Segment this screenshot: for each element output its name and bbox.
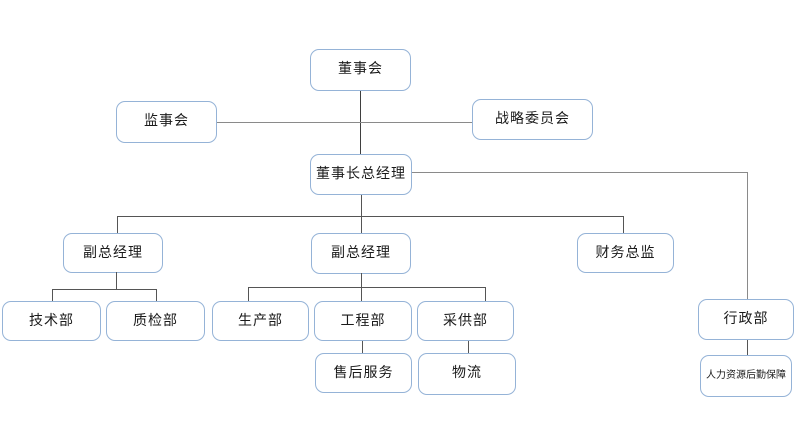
- connector-drop-production: [248, 287, 250, 301]
- connector-drop-qc: [156, 289, 158, 301]
- org-node-label: 董事长总经理: [316, 167, 406, 182]
- org-node-engineering-dept: 工程部: [314, 301, 412, 341]
- org-node-label: 财务总监: [595, 246, 656, 261]
- org-node-hr-logistics-support: 人力资源后勤保障: [700, 355, 792, 397]
- org-node-qc-dept: 质检部: [106, 301, 205, 341]
- org-node-label: 行政部: [723, 312, 769, 327]
- org-node-label: 董事会: [338, 62, 383, 77]
- connector-drop-tech: [52, 289, 54, 301]
- org-node-deputy-gm-2: 副总经理: [311, 233, 411, 274]
- org-node-label: 采供部: [443, 314, 488, 329]
- org-node-label: 技术部: [29, 314, 74, 329]
- org-node-admin-dept: 行政部: [698, 299, 794, 340]
- org-node-chairman-gm: 董事长总经理: [310, 154, 412, 195]
- connector-admin-to-hr: [747, 340, 749, 355]
- org-node-label: 物流: [452, 366, 482, 381]
- connector-drop-engineering: [361, 287, 363, 301]
- org-node-strategy-committee: 战略委员会: [472, 99, 593, 140]
- connector-chairman-stem: [361, 195, 363, 216]
- org-node-after-sales: 售后服务: [315, 353, 412, 393]
- org-node-label: 监事会: [144, 114, 189, 129]
- org-node-label: 售后服务: [333, 366, 394, 381]
- org-node-board: 董事会: [310, 49, 411, 91]
- org-node-supervisory: 监事会: [116, 101, 217, 143]
- org-node-label: 生产部: [238, 314, 283, 329]
- connector-deputy1-bus: [52, 289, 156, 291]
- org-node-label: 工程部: [340, 314, 386, 329]
- org-node-label: 人力资源后勤保障: [706, 370, 786, 381]
- connector-level3-bus: [117, 216, 623, 218]
- org-node-label: 副总经理: [331, 246, 391, 261]
- connector-procurement-to-logistics: [468, 341, 470, 353]
- connector-deputy2-bus: [248, 287, 485, 289]
- connector-drop-finance: [623, 216, 625, 233]
- org-node-label: 质检部: [133, 314, 178, 329]
- connector-supervisory-to-strategy: [217, 122, 472, 124]
- org-node-production-dept: 生产部: [212, 301, 309, 341]
- org-node-tech-dept: 技术部: [2, 301, 101, 341]
- connector-chairman-to-admin-v: [747, 172, 749, 299]
- connector-deputy2-stem: [361, 273, 363, 287]
- org-node-label: 副总经理: [83, 246, 143, 261]
- connector-drop-procurement: [485, 287, 487, 301]
- org-node-procurement-dept: 采供部: [417, 301, 514, 341]
- connector-engineering-to-aftersales: [362, 341, 364, 353]
- org-node-finance-director: 财务总监: [577, 233, 674, 273]
- connector-drop-deputy1: [117, 216, 119, 233]
- connector-chairman-to-admin-h: [412, 172, 747, 174]
- org-node-logistics: 物流: [418, 353, 516, 395]
- connector-drop-deputy2: [361, 216, 363, 233]
- connector-deputy1-stem: [116, 272, 118, 289]
- org-node-deputy-gm-1: 副总经理: [63, 233, 163, 273]
- org-node-label: 战略委员会: [495, 112, 570, 127]
